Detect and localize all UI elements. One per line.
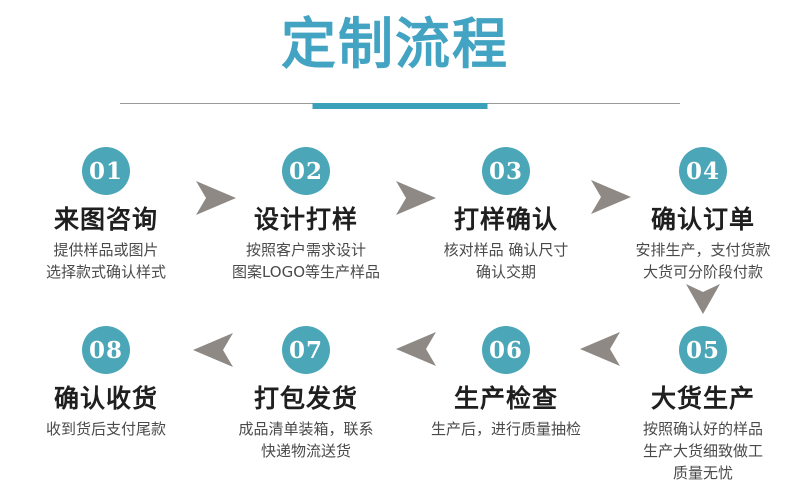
step-04: 04 确认订单 安排生产，支付货款 大货可分阶段付款: [613, 147, 790, 284]
step-07: 07 打包发货 成品清单装箱，联系 快递物流送货: [211, 326, 401, 463]
step-description: 收到货后支付尾款: [11, 419, 201, 441]
arrow-left-icon: [193, 333, 233, 367]
step-number: 04: [685, 157, 720, 185]
step-desc-line: 生产后，进行质量抽检: [430, 420, 581, 439]
arrow-right-icon: [591, 180, 631, 214]
divider-accent-bar: [312, 103, 488, 109]
step-desc-line: 生产大货细致做工: [642, 442, 763, 460]
arrow-left-icon: [580, 332, 620, 366]
step-description: 生产后，进行质量抽检: [411, 419, 601, 441]
step-desc-line: 质量无忧: [672, 463, 733, 482]
step-description: 按照客户需求设计 图案LOGO等生产样品: [211, 240, 401, 284]
step-06: 06 生产检查 生产后，进行质量抽检: [411, 326, 601, 441]
step-08: 08 确认收货 收到货后支付尾款: [11, 326, 201, 441]
step-number-badge: 02: [282, 147, 330, 195]
step-number: 07: [288, 336, 323, 364]
step-number: 01: [88, 157, 123, 185]
step-desc-line: 大货可分阶段付款: [642, 263, 763, 281]
step-title: 设计打样: [253, 205, 358, 234]
step-desc-line: 按照客户需求设计: [245, 241, 366, 260]
step-number-badge: 05: [679, 326, 727, 374]
step-02: 02 设计打样 按照客户需求设计 图案LOGO等生产样品: [211, 147, 401, 284]
step-description: 成品清单装箱，联系 快递物流送货: [211, 419, 401, 463]
step-description: 提供样品或图片 选择款式确认样式: [11, 240, 201, 284]
step-desc-line: 收到货后支付尾款: [45, 420, 166, 439]
step-number-badge: 06: [482, 326, 530, 374]
step-desc-line: 图案LOGO等生产样品: [231, 263, 381, 281]
step-description: 按照确认好的样品 生产大货细致做工 质量无忧: [613, 419, 790, 484]
step-title: 大货生产: [650, 384, 755, 413]
step-number: 05: [685, 336, 720, 364]
arrow-down-icon: [686, 284, 720, 314]
arrow-right-icon: [196, 181, 236, 215]
step-number-badge: 04: [679, 147, 727, 195]
step-03: 03 打样确认 核对样品 确认尺寸 确认交期: [411, 147, 601, 284]
step-description: 安排生产，支付货款 大货可分阶段付款: [613, 240, 790, 284]
step-desc-line: 核对样品 确认尺寸: [443, 241, 569, 260]
step-number: 02: [288, 157, 323, 185]
title-divider: [120, 103, 680, 109]
step-desc-line: 选择款式确认样式: [45, 263, 166, 281]
step-desc-line: 安排生产，支付货款: [635, 241, 771, 260]
step-number-badge: 01: [82, 147, 130, 195]
step-number-badge: 03: [482, 147, 530, 195]
step-number-badge: 07: [282, 326, 330, 374]
step-title: 打样确认: [453, 205, 558, 234]
arrow-right-icon: [396, 181, 436, 215]
step-description: 核对样品 确认尺寸 确认交期: [411, 240, 601, 284]
page-title: 定制流程: [280, 12, 509, 76]
step-05: 05 大货生产 按照确认好的样品 生产大货细致做工 质量无忧: [613, 326, 790, 485]
step-desc-line: 快递物流送货: [260, 442, 351, 460]
step-title: 打包发货: [253, 384, 358, 413]
step-number: 03: [488, 157, 523, 185]
step-number-badge: 08: [82, 326, 130, 374]
step-desc-line: 提供样品或图片: [53, 241, 159, 260]
step-number: 08: [88, 336, 123, 364]
step-title: 来图咨询: [53, 205, 158, 234]
step-number: 06: [488, 336, 523, 364]
step-desc-line: 成品清单装箱，联系: [238, 420, 374, 439]
step-desc-line: 按照确认好的样品: [642, 420, 763, 439]
step-01: 01 来图咨询 提供样品或图片 选择款式确认样式: [11, 147, 201, 284]
step-desc-line: 确认交期: [475, 263, 536, 281]
step-title: 确认收货: [53, 384, 158, 413]
arrow-left-icon: [396, 332, 436, 366]
step-title: 确认订单: [650, 205, 755, 234]
step-title: 生产检查: [453, 384, 558, 413]
